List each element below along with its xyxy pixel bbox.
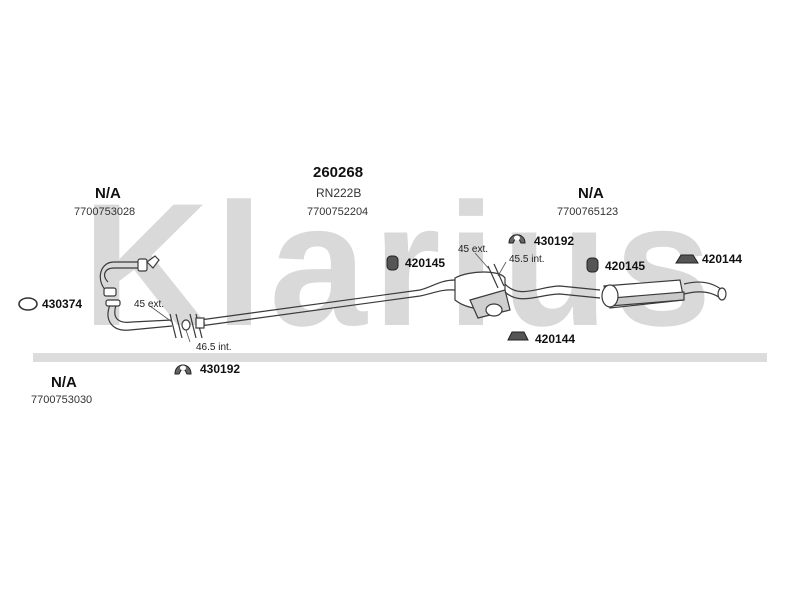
group-sub-middle: RN222B [316,186,362,200]
watermark-band [33,353,767,362]
part-label-420144-b: 420144 [702,252,743,266]
note-45-ext-middle: 45 ext. [458,244,489,255]
front-downpipe [99,255,160,297]
group-ref-rear: 7700765123 [557,206,619,218]
note-45-5-int: 45.5 int. [509,254,545,265]
group-ref-lower: 7700753030 [31,394,93,406]
part-label-420145-a: 420145 [405,256,446,270]
hanger-icon-430192-b [174,364,192,375]
group-code-lower: N/A [51,374,77,391]
part-label-420144-a: 420144 [535,332,576,346]
note-45-ext-front: 45 ext. [134,299,165,310]
group-code-middle: 260268 [313,164,364,181]
leader-lines [149,252,507,343]
part-label-430192-a: 430192 [534,234,575,248]
hanger-icon-430192-a [508,234,526,244]
part-label-420145-b: 420145 [605,259,646,273]
rear-pipe [504,283,601,300]
rubber-mount-icon-420145-a [386,255,399,271]
ring-icon-430374 [18,297,38,311]
part-label-430192-b: 430192 [200,362,241,376]
rear-silencer [601,279,727,309]
group-ref-middle: 7700752204 [307,206,369,218]
lower-downpipe [105,299,173,331]
bracket-icon-420144-b [675,254,699,264]
group-ref-front: 7700753028 [74,206,136,218]
part-label-430374: 430374 [42,297,83,311]
rubber-mount-icon-420145-b [586,257,599,273]
note-46-5-int: 46.5 int. [196,342,232,353]
middle-pipe [195,279,456,329]
group-code-front: N/A [95,185,121,202]
middle-silencer [454,263,511,319]
group-code-rear: N/A [578,185,604,202]
bracket-icon-420144-a [507,331,529,341]
